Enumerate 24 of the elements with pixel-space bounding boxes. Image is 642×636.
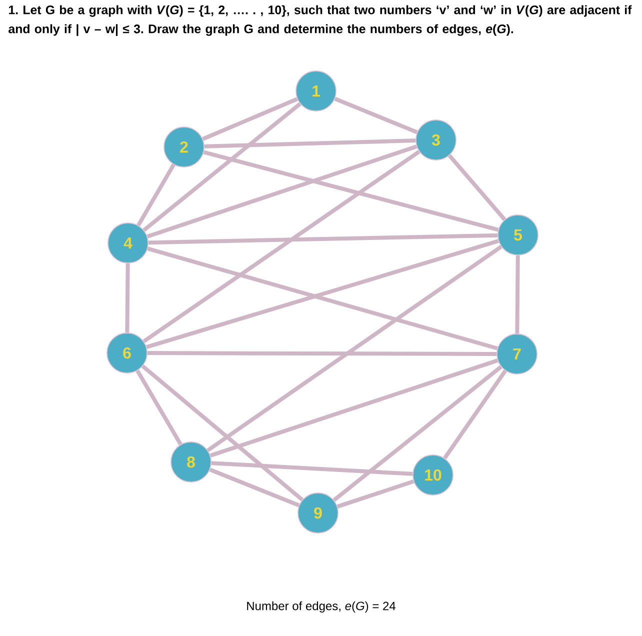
edge-line [146,144,418,238]
edge-line [332,365,502,502]
edge-line [142,102,302,232]
edge-line [202,97,298,141]
edge-line [443,370,507,460]
edge-line [515,255,520,334]
edge-line [206,245,502,452]
edge-line [448,154,506,221]
edge-line [209,468,300,508]
edge-line [148,233,498,245]
edge-line [125,263,130,333]
edge-line [203,150,499,232]
edge-line [210,358,498,458]
edge-line [204,138,416,148]
edge-line [211,461,413,476]
edge-line [336,480,414,508]
edge-line [147,351,497,356]
edge-line [334,96,418,134]
edge-line [141,364,304,502]
edge-line [142,150,420,344]
heading: 1. Let G be a graph with V(G) = {1, 2, …. . , 10}, such that two numbers ‘v’ and ‘w’ in V(G) are adjacent if and only if | v – w| ≤ 3. Draw the graph G and determine the numbers of edges, e(G). [8,5,632,36]
edge-line [136,370,182,446]
edge-line [136,164,176,226]
caption: Number of edges, e(G) = 24 [247,601,396,613]
